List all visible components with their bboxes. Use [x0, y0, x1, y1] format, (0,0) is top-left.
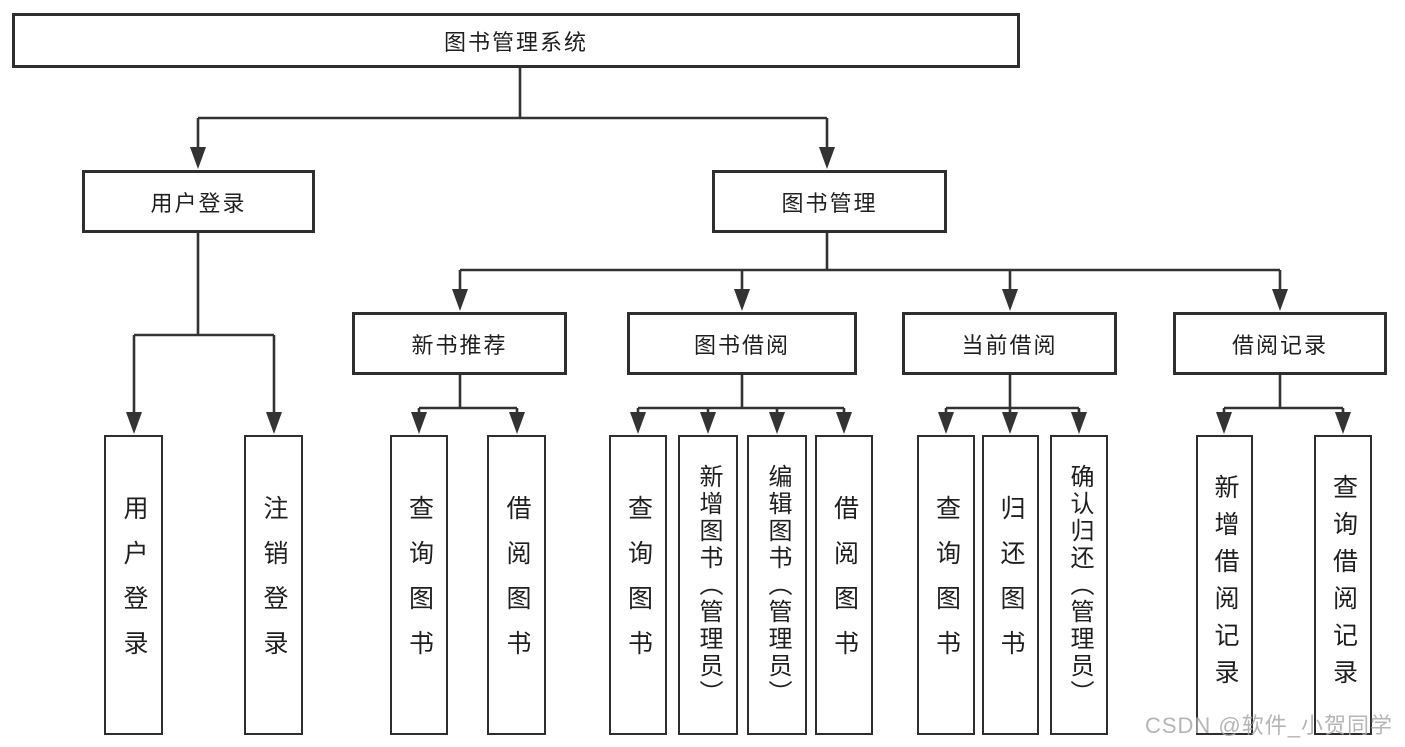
leaf-user-login: 用户登录	[104, 435, 163, 735]
leaf-borrow-books: 借阅图书	[815, 435, 873, 735]
leaf-add-books-admin: 新增图书（管理员）	[678, 435, 738, 735]
connector-root-to-level1	[196, 68, 829, 150]
node-borrowing-records: 借阅记录	[1173, 312, 1387, 375]
leaf-edit-books-admin: 编辑图书（管理员）	[747, 435, 807, 735]
leaf-confirm-return-admin: 确认归还（管理员）	[1050, 435, 1108, 735]
node-book-management: 图书管理	[712, 170, 947, 233]
csdn-watermark: CSDN @软件_小贺同学	[1144, 713, 1393, 738]
leaf-query-books-borrowing: 查询图书	[609, 435, 667, 735]
leaf-borrow-books-recommend: 借阅图书	[487, 435, 546, 735]
leaf-query-borrow-record: 查询借阅记录	[1314, 435, 1372, 735]
node-current-borrowing: 当前借阅	[902, 312, 1117, 375]
leaf-add-borrow-record: 新增借阅记录	[1196, 435, 1253, 735]
node-book-borrowing: 图书借阅	[627, 312, 857, 375]
connector-user-login-branch	[132, 233, 276, 415]
node-new-book-recommend: 新书推荐	[352, 312, 567, 375]
connector-borrowing-records-group	[1222, 375, 1345, 415]
leaf-query-books-recommend: 查询图书	[390, 435, 448, 735]
leaf-return-books: 归还图书	[982, 435, 1039, 735]
connector-book-management-branch	[458, 233, 1282, 292]
connector-book-borrowing-group	[636, 375, 846, 415]
connector-current-borrowing-group	[944, 375, 1081, 415]
connector-new-book-group	[417, 375, 519, 415]
leaf-query-books-current: 查询图书	[917, 435, 975, 735]
node-library-system: 图书管理系统	[12, 13, 1020, 68]
node-user-login: 用户登录	[82, 170, 315, 233]
leaf-logout: 注销登录	[244, 435, 303, 735]
